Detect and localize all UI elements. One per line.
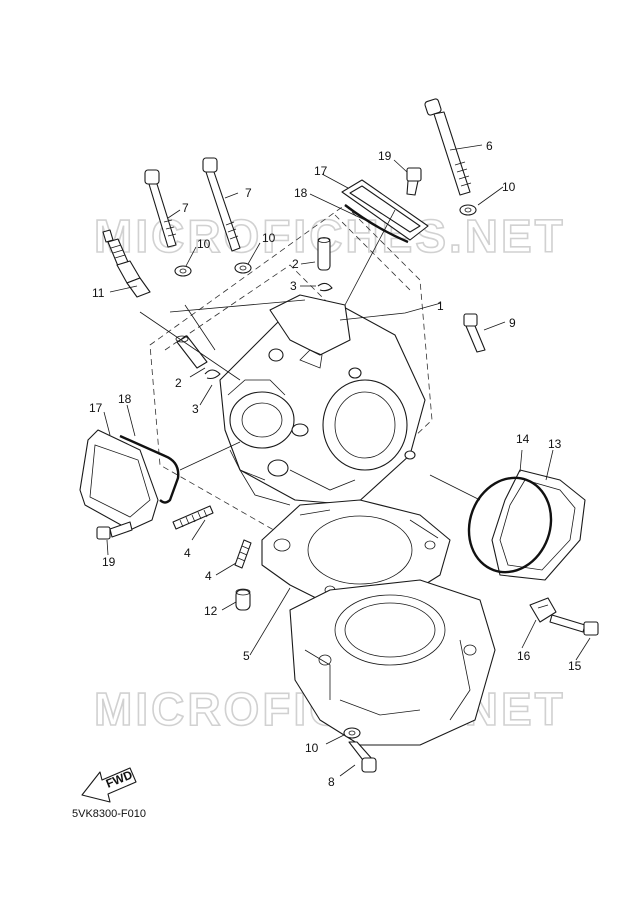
washer-10-c [234, 262, 252, 274]
callout-3-top: 3 [290, 279, 297, 293]
clip-3-top [317, 282, 333, 292]
callout-9: 9 [509, 316, 516, 330]
bolt-7-left [144, 169, 177, 248]
bolt-8 [348, 741, 377, 773]
callout-3-left: 3 [192, 402, 199, 416]
diagram-code: 5VK8300-F010 [72, 808, 146, 820]
cover-17-left [79, 429, 180, 531]
oring-14 [467, 476, 553, 574]
callouts: 1 2 2 3 3 4 4 5 6 7 7 8 9 10 10 10 10 10… [89, 139, 582, 789]
callout-2-top: 2 [292, 257, 299, 271]
callout-18-left: 18 [118, 392, 132, 406]
washer-10-d [343, 727, 361, 739]
leader-lines [103, 144, 591, 777]
callout-5: 5 [243, 649, 250, 663]
callout-19-top: 19 [378, 149, 392, 163]
watermark-top: MICROFICHES.NET [94, 210, 566, 262]
cylinder-head-1 [219, 294, 426, 506]
callout-11: 11 [92, 286, 105, 300]
bolt-15 [549, 614, 599, 636]
bolt-19-top [406, 167, 422, 196]
bolt-7-right [202, 157, 241, 252]
cylinder-block [289, 579, 496, 746]
callout-13: 13 [548, 437, 562, 451]
callout-4-lower: 4 [205, 569, 212, 583]
callout-8: 8 [328, 775, 335, 789]
dowel-12 [235, 588, 251, 611]
callout-4-upper: 4 [184, 546, 191, 560]
callout-16: 16 [517, 649, 531, 663]
callout-18-top: 18 [294, 186, 308, 200]
washer-10-a [459, 204, 477, 216]
callout-7-right: 7 [245, 186, 252, 200]
callout-10-left: 10 [197, 237, 211, 251]
stud-4-lower [234, 539, 252, 569]
callout-10-right: 10 [502, 180, 516, 194]
callout-15: 15 [568, 659, 582, 673]
callout-7-left: 7 [182, 201, 189, 215]
callout-10-mid: 10 [262, 231, 276, 245]
clip-3-left [204, 369, 221, 380]
callout-17-left: 17 [89, 401, 103, 415]
fwd-arrow-icon: FWD [81, 767, 137, 803]
guide-2-top [317, 237, 331, 271]
washer-10-b [174, 265, 192, 277]
bolt-19-left [96, 521, 133, 540]
callout-10-bottom: 10 [305, 741, 319, 755]
callout-12: 12 [204, 604, 218, 618]
callout-14: 14 [516, 432, 530, 446]
cover-13-right [467, 469, 586, 581]
callout-19-left: 19 [102, 555, 116, 569]
bolt-6 [424, 98, 472, 196]
stud-4-upper [172, 505, 214, 530]
callout-2-left: 2 [175, 376, 182, 390]
callout-6: 6 [486, 139, 493, 153]
callout-17-top: 17 [314, 164, 328, 178]
callout-1: 1 [437, 299, 444, 313]
guide-2-left [175, 335, 208, 369]
bolt-9 [463, 313, 486, 353]
spark-plug-11 [102, 229, 151, 298]
clamp-16 [529, 597, 557, 623]
